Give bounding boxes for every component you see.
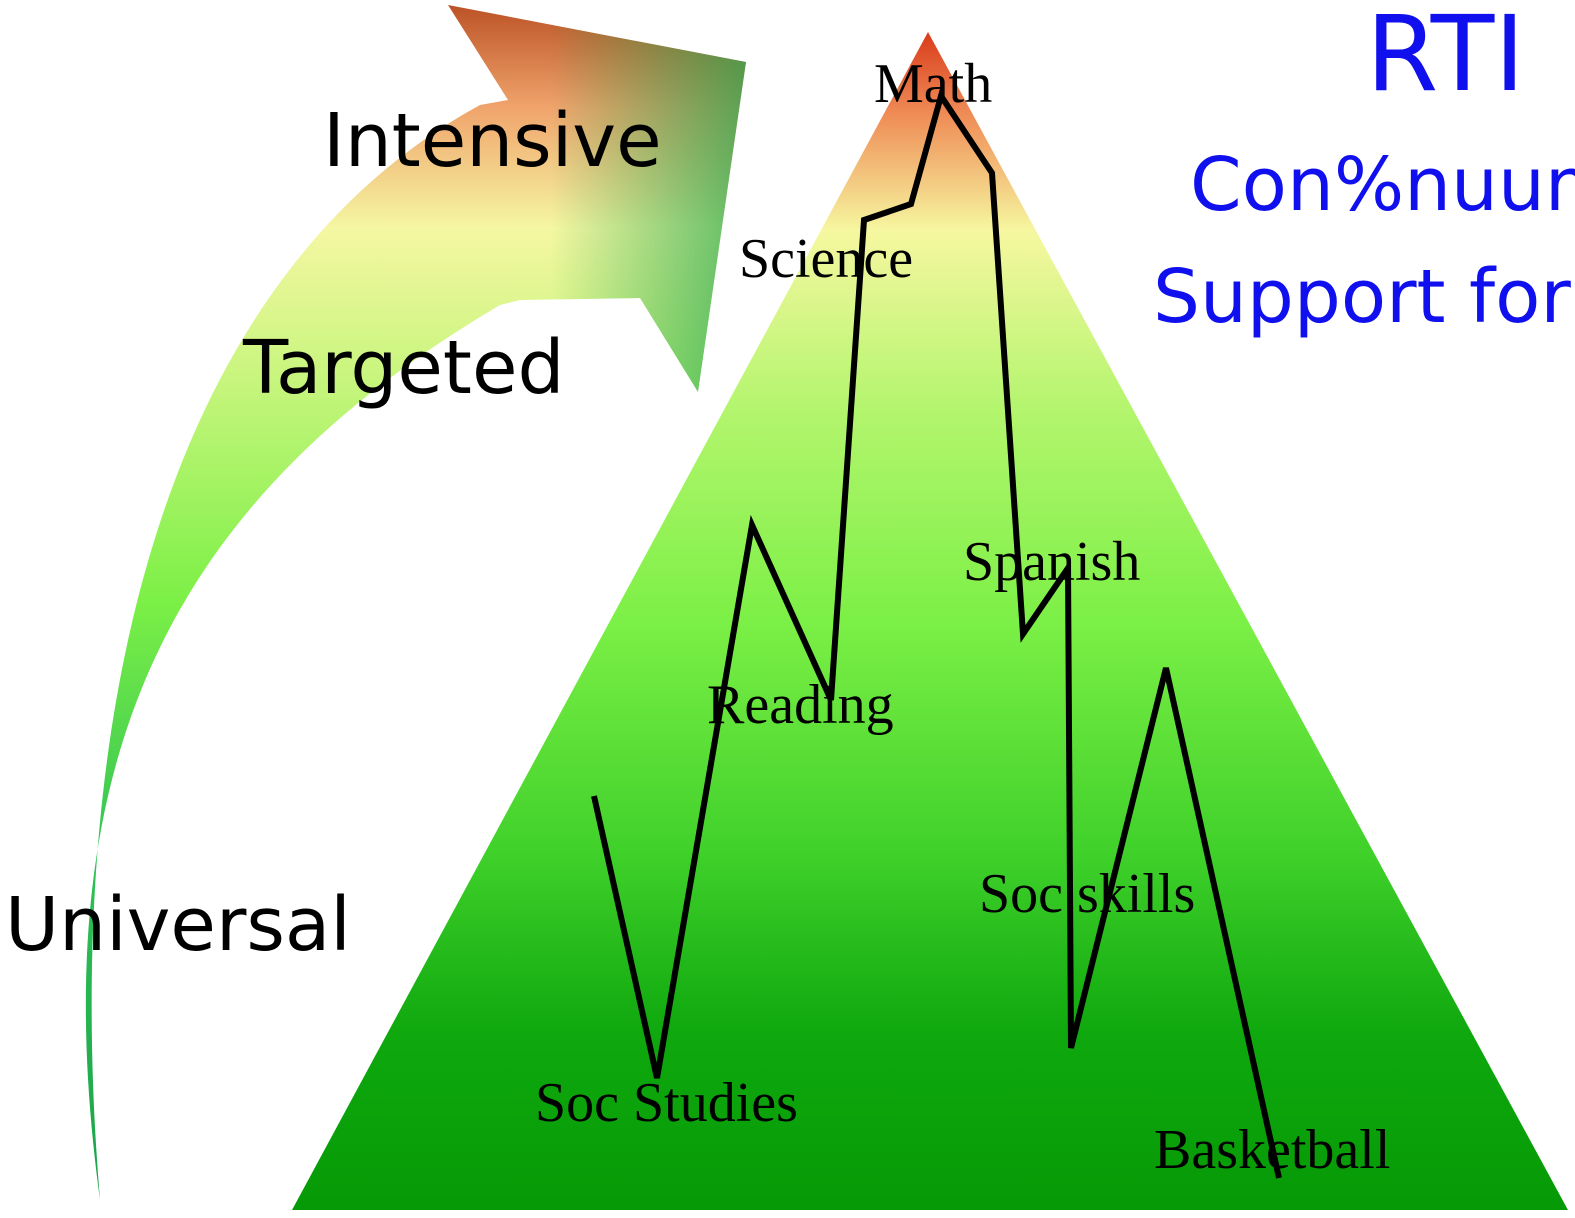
pyramid bbox=[292, 32, 1568, 1210]
tier-arrow-shade bbox=[85, 5, 746, 1200]
subject-label-math: Math bbox=[874, 53, 992, 115]
subject-label-basketball: Basketball bbox=[1154, 1119, 1390, 1181]
subject-label-spanish: Spanish bbox=[963, 531, 1140, 593]
subject-profile-line bbox=[591, 88, 1282, 1179]
tier-label-targeted: Targeted bbox=[242, 325, 564, 411]
subject-label-soc-skills: Soc skills bbox=[979, 863, 1195, 925]
title-main: RTI bbox=[1366, 0, 1525, 115]
subject-label-reading: Reading bbox=[707, 674, 894, 736]
subject-label-science: Science bbox=[739, 228, 913, 290]
title-line-3: Support for bbox=[1153, 254, 1571, 340]
subject-label-soc-studies: Soc Studies bbox=[535, 1072, 798, 1134]
title-line-2: Con%nuum of bbox=[1190, 142, 1575, 228]
tier-arrow bbox=[85, 5, 746, 1200]
tier-label-universal: Universal bbox=[5, 882, 351, 968]
tier-label-intensive: Intensive bbox=[323, 98, 662, 184]
